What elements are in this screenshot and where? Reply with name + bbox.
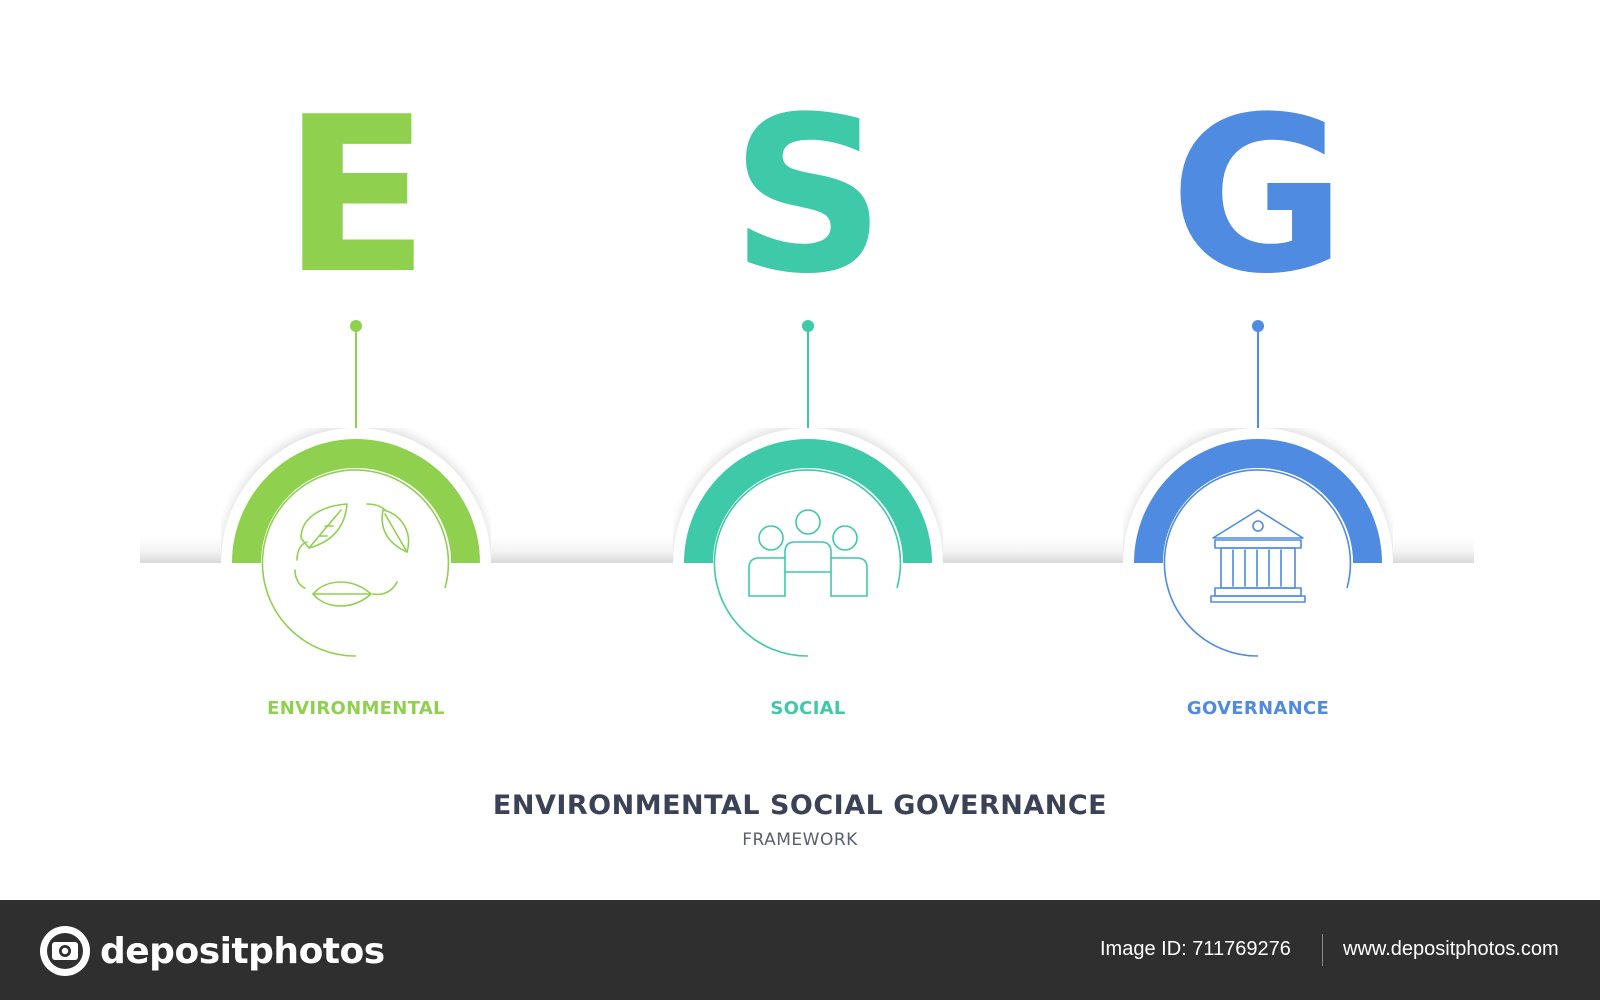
camera-logo-icon xyxy=(40,926,90,976)
infographic-canvas: E S G xyxy=(140,70,1474,850)
icon-circle-social xyxy=(713,468,903,658)
connector-governance xyxy=(1252,320,1264,430)
label-environmental: ENVIRONMENTAL xyxy=(267,698,445,719)
connector-dot xyxy=(1252,320,1264,332)
letter-e: E xyxy=(282,70,430,321)
people-group-icon xyxy=(713,469,902,657)
icon-circle-governance xyxy=(1163,468,1353,658)
recycle-leaves-icon xyxy=(261,469,450,657)
label-governance: GOVERNANCE xyxy=(1186,698,1330,719)
connector-dot xyxy=(802,320,814,332)
letter-g: G xyxy=(1169,70,1347,321)
icon-circle-environmental xyxy=(261,468,451,658)
main-title: ENVIRONMENTAL SOCIAL GOVERNANCE xyxy=(492,790,1108,821)
footer-bar: depositphotos Image ID: 711769276 www.de… xyxy=(0,900,1600,1000)
connector-social xyxy=(802,320,814,430)
footer-divider xyxy=(1322,934,1323,966)
site-link[interactable]: www.depositphotos.com xyxy=(1343,938,1559,960)
image-id: Image ID: 711769276 xyxy=(1100,938,1291,960)
government-building-icon xyxy=(1163,469,1352,657)
connector-environmental xyxy=(350,320,362,430)
subtitle: FRAMEWORK xyxy=(742,830,858,850)
letter-s: S xyxy=(730,70,886,321)
brand-name: depositphotos xyxy=(100,930,385,972)
brand-logo[interactable]: depositphotos xyxy=(38,926,385,976)
label-social: SOCIAL xyxy=(770,698,846,719)
connector-dot xyxy=(350,320,362,332)
